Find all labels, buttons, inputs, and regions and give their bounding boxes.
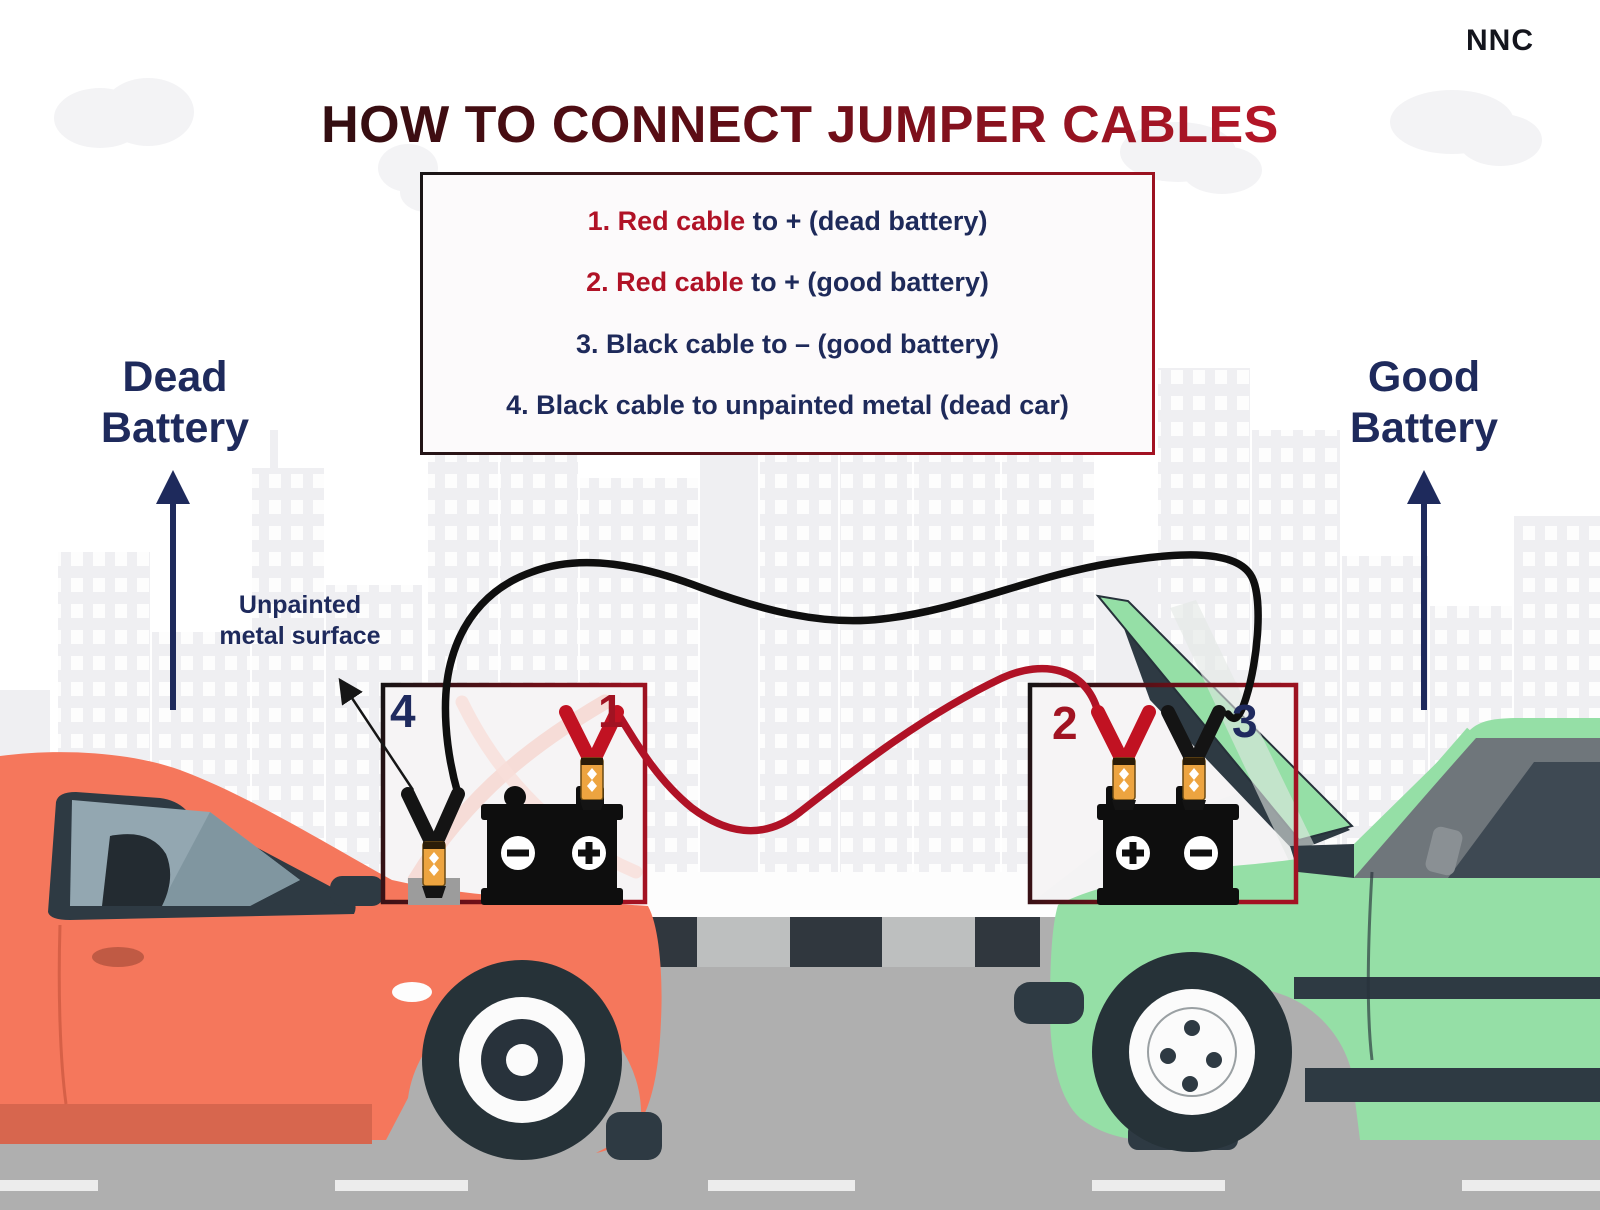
step-2: 2. Red cable to + (good battery) [423,267,1152,298]
dead-battery-label-line2: Battery [100,403,250,452]
good-car-cowl [1290,844,1354,878]
dead-car [0,752,662,1160]
dead-battery-label: Dead Battery [63,352,287,453]
clamp-4-black [401,787,465,898]
clamp-number-2: 2 [1052,697,1078,749]
plus-terminal-symbol [1122,842,1144,864]
good-car-a-pillar [1333,727,1477,891]
dead-car-bumper [606,1112,662,1160]
good-car-door-stripe [1294,977,1600,999]
step-3-rest: 3. Black cable to – (good battery) [575,328,1000,359]
good-battery-label: Good Battery [1312,352,1536,453]
minus-terminal-symbol [507,849,529,857]
unpainted-metal-pointer-arrow [338,677,415,791]
step-1-rest: to + (dead battery) [745,205,988,236]
good-car-bumper [1014,982,1084,1024]
clamp-number-1: 1 [598,685,624,737]
page-title: HOW TO CONNECT JUMPER CABLES [0,95,1600,155]
clamp-number-4: 4 [390,685,416,737]
step-1-lead: 1. Red cable [587,205,746,236]
clamp-number-3: 3 [1232,695,1258,747]
step-2-lead: 2. Red cable [586,267,744,298]
dead-car-seat [102,834,171,906]
clamp-1-red [559,705,624,810]
step-4: 4. Black cable to unpainted metal (dead … [423,390,1152,421]
good-car-door-seam [1366,871,1374,1061]
step-1: 1. Red cable to + (dead battery) [423,206,1152,237]
good-car-wheel [1092,952,1292,1152]
dead-battery-arrow [156,470,190,710]
good-car [1014,594,1600,1152]
dead-car-sill [0,1104,372,1144]
brand-logo: NNC [1466,24,1534,57]
dead-car-marker-light [392,982,432,1002]
clamp-2-red [1091,705,1156,810]
clamp-3-black [1161,705,1226,810]
dead-battery-label-line1: Dead [122,353,228,401]
good-car-mirror [1425,826,1463,876]
step-4-rest: 4. Black cable to unpainted metal (dead … [506,390,1069,421]
lane-dashes [0,1180,1600,1191]
dead-car-mirror [330,876,384,906]
windshield-glare [1170,600,1342,910]
good-battery-label-line2: Battery [1349,403,1499,452]
good-battery-label-line1: Good [1367,353,1481,401]
minus-terminal-symbol [1190,849,1212,857]
dead-car-door-handle [92,947,144,967]
dead-car-wheel [422,960,622,1160]
unpainted-metal-label: Unpainted metal surface [200,590,400,653]
step-2-rest: to + (good battery) [743,267,989,298]
unpainted-metal-label-line2: metal surface [219,622,381,651]
good-battery-arrow [1407,470,1441,710]
good-car-rocker [1305,1068,1600,1102]
red-jumper-cable [613,664,1102,835]
step-3: 3. Black cable to – (good battery) [423,329,1152,360]
plus-terminal-symbol [578,842,600,864]
black-jumper-cable [441,551,1262,798]
instructions-box: 1. Red cable to + (dead battery) 2. Red … [420,172,1155,455]
unpainted-metal-label-line1: Unpainted [238,591,362,619]
